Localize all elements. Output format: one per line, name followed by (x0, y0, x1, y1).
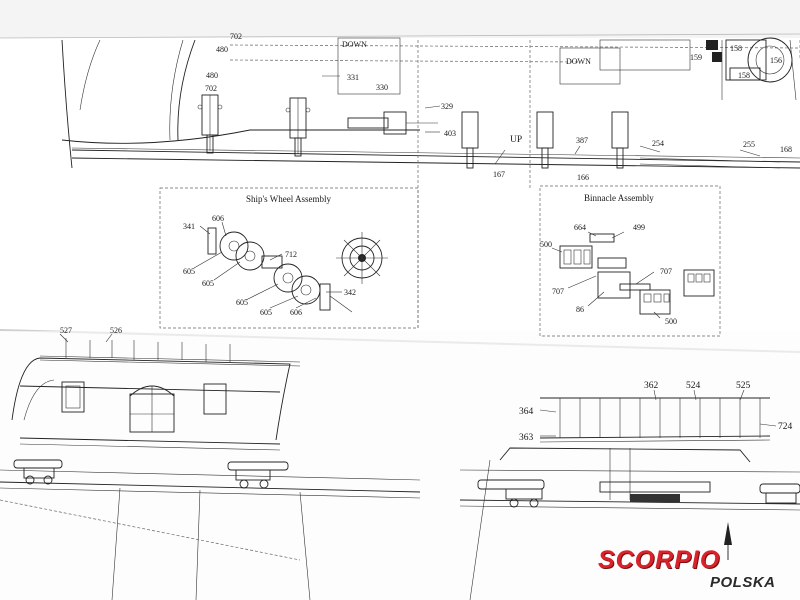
label-707b: 707 (660, 267, 672, 276)
direction-arrow (724, 522, 732, 545)
label-342: 342 (344, 288, 356, 297)
stern-elevation-left: 527 526 (0, 326, 421, 600)
label-605b: 605 (202, 279, 214, 288)
label-403: 403 (444, 129, 456, 138)
label-500a: 500 (540, 240, 552, 249)
binnacle-drawings (559, 233, 715, 315)
cannon-right-1 (477, 479, 545, 508)
binnacle-assembly-title: Binnacle Assembly (584, 193, 654, 203)
binnacle-assembly-panel: Binnacle Assembly (539, 185, 721, 337)
label-724: 724 (778, 422, 793, 432)
label-331: 331 (347, 73, 359, 82)
label-158a: 158 (730, 44, 742, 53)
ship-wheel-drawings (207, 227, 388, 313)
label-499: 499 (633, 223, 645, 232)
rail-elevation-right: 362 524 525 364 363 724 (459, 381, 800, 600)
label-168: 168 (780, 145, 792, 154)
label-707a: 707 (552, 287, 564, 296)
stair-detail-right (706, 37, 797, 101)
label-605d: 605 (260, 308, 272, 317)
label-605c: 605 (236, 298, 248, 307)
label-329: 329 (441, 102, 453, 111)
wheel-assembly-panel: Ship's Wheel Assembly (159, 187, 419, 329)
label-387: 387 (576, 136, 588, 145)
cannon-left-2 (227, 461, 289, 489)
label-158b: 158 (738, 71, 750, 80)
deck-rail-posts (639, 157, 781, 169)
label-606b: 606 (290, 308, 302, 317)
label-702a: 702 (230, 32, 242, 41)
label-167: 167 (493, 170, 505, 179)
label-480b: 480 (206, 71, 218, 80)
label-664: 664 (574, 223, 586, 232)
watermark-sub: POLSKA (710, 574, 776, 591)
label-363: 363 (519, 433, 534, 443)
top-paper-strip (0, 0, 800, 38)
label-605a: 605 (183, 267, 195, 276)
label-525: 525 (736, 381, 751, 391)
label-702b: 702 (205, 84, 217, 93)
label-255: 255 (743, 140, 755, 149)
label-156: 156 (770, 56, 782, 65)
label-159: 159 (690, 53, 702, 62)
wheel-assembly-title: Ship's Wheel Assembly (246, 194, 331, 204)
label-330: 330 (376, 83, 388, 92)
scorpio-polska-watermark: SCORPIO POLSKA (598, 546, 798, 600)
label-480a: 480 (216, 45, 228, 54)
cannon-left-1 (13, 459, 63, 485)
direction-down-left: DOWN (342, 40, 367, 49)
label-526: 526 (110, 326, 122, 335)
label-524: 524 (686, 381, 701, 391)
deck-plan-labels: 702 480 480 702 DOWN DOWN UP 331 330 329… (205, 32, 792, 182)
label-527: 527 (60, 326, 72, 335)
label-166: 166 (577, 173, 589, 182)
deck-cannons-top (197, 94, 629, 169)
label-364: 364 (519, 407, 534, 417)
label-86: 86 (576, 305, 584, 314)
watermark-brand: SCORPIO (598, 546, 721, 574)
label-712: 712 (285, 250, 297, 259)
label-362: 362 (644, 381, 659, 391)
direction-up: UP (510, 135, 522, 145)
label-606a: 606 (212, 214, 224, 223)
label-254: 254 (652, 139, 664, 148)
direction-down-right: DOWN (566, 57, 591, 66)
label-341: 341 (183, 222, 195, 231)
label-500b: 500 (665, 317, 677, 326)
cannon-right-2 (759, 483, 800, 504)
